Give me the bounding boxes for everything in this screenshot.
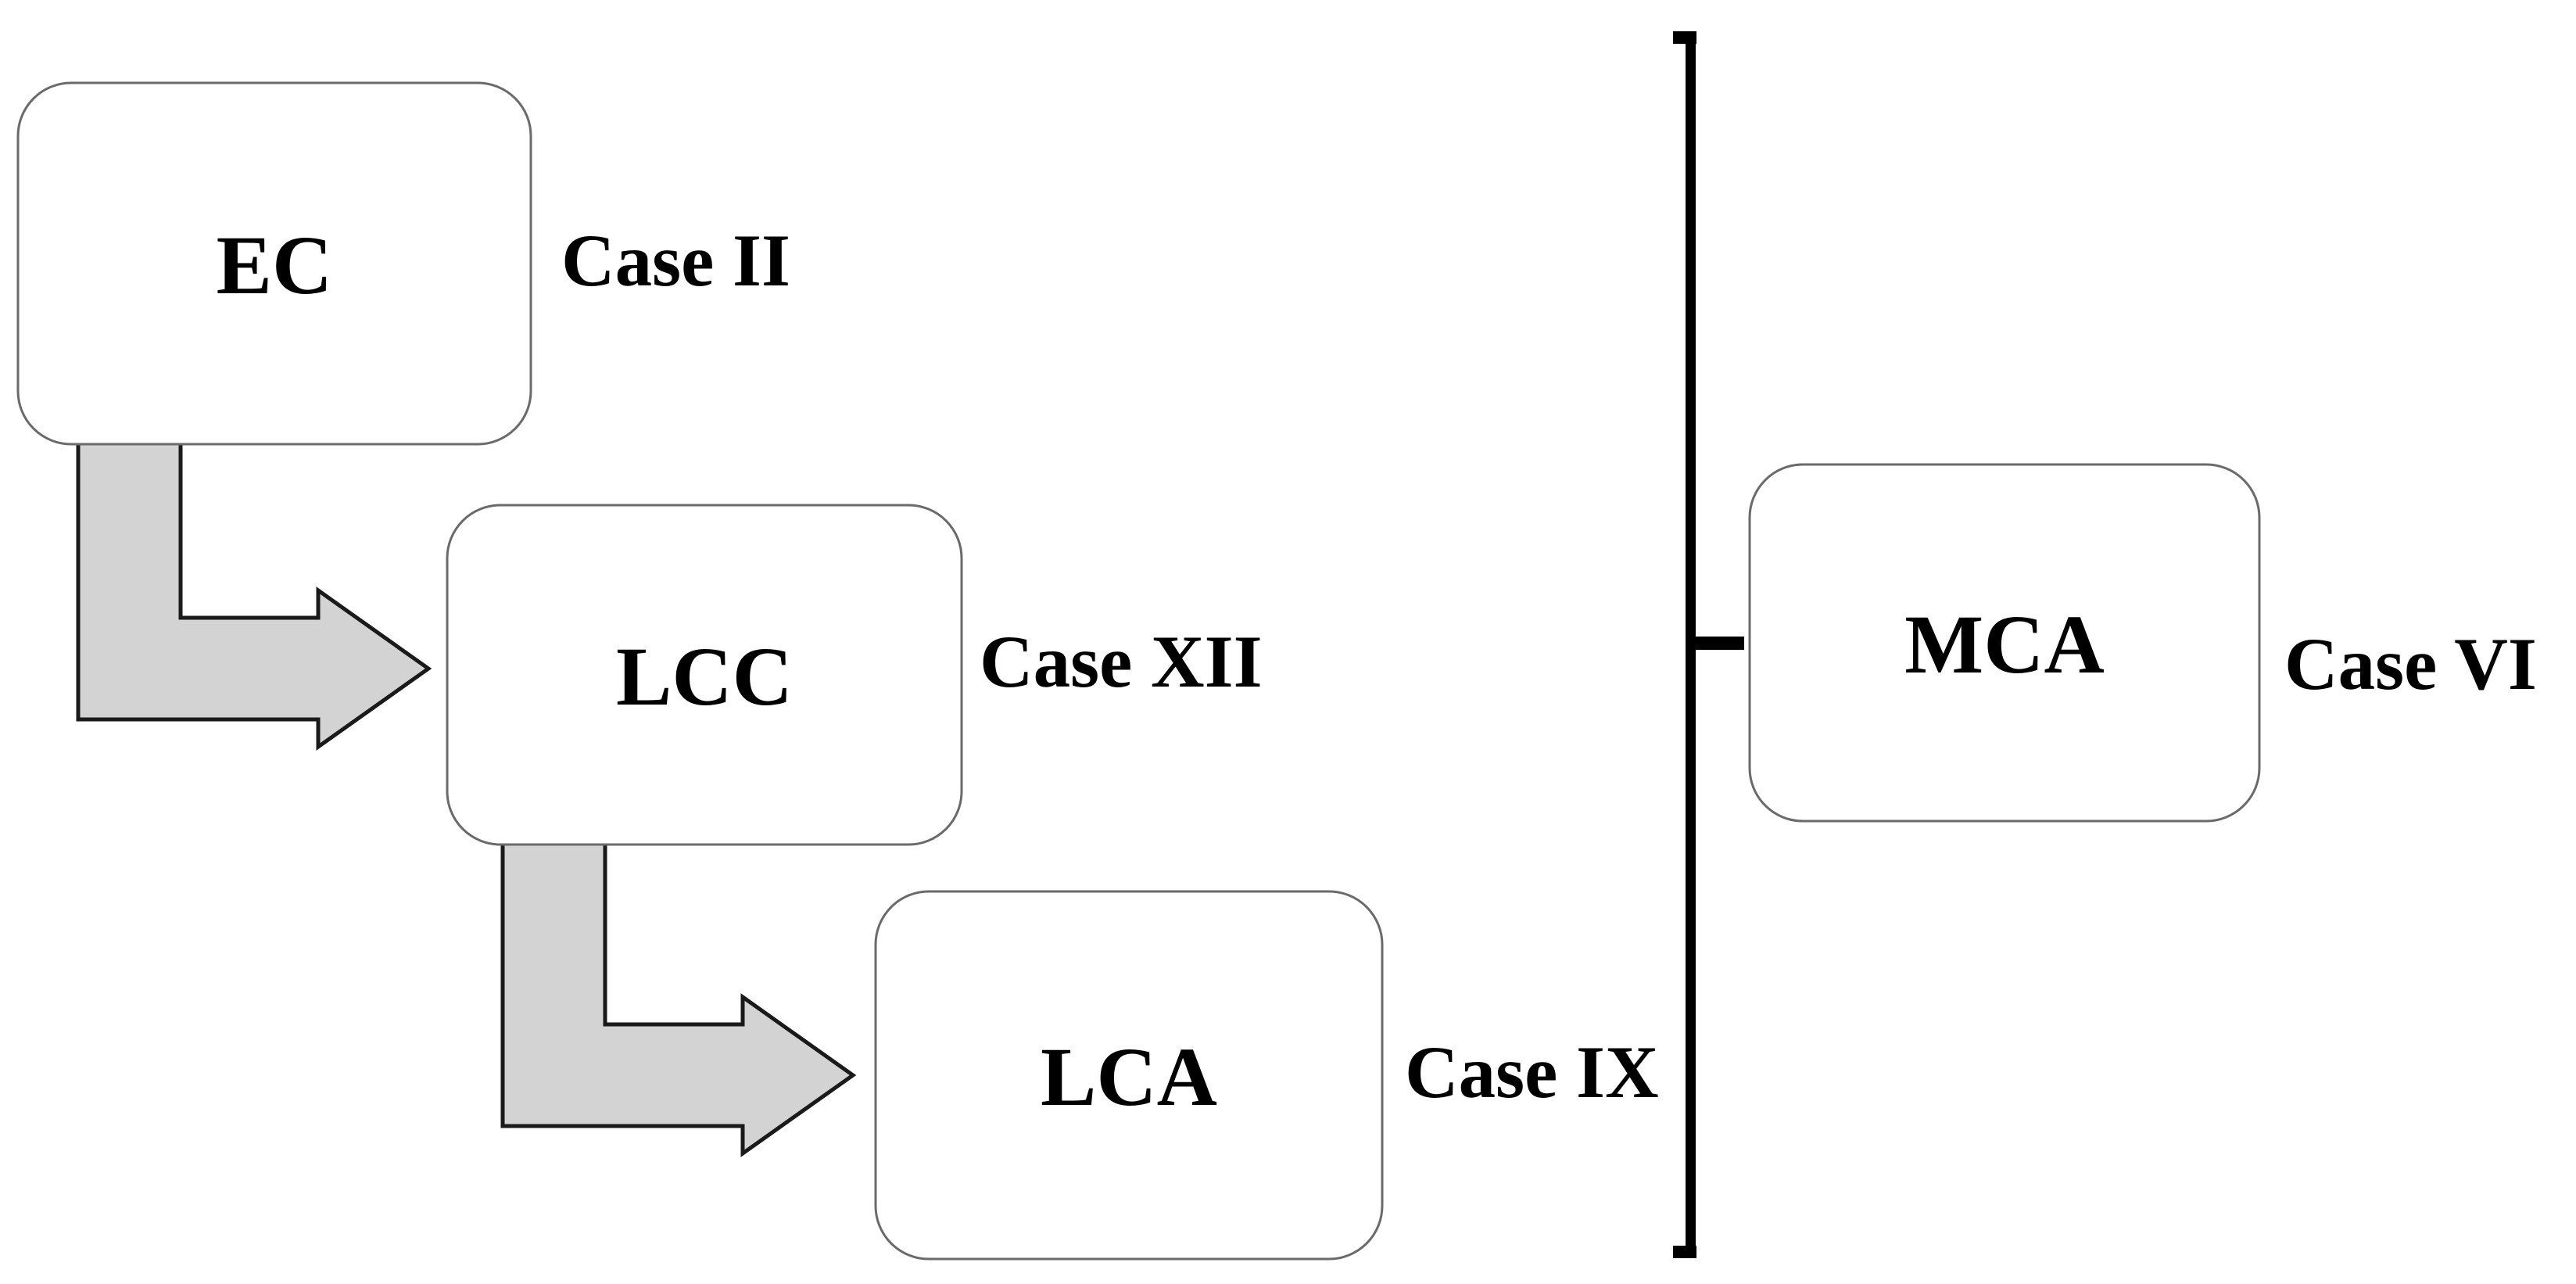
node-lca-box bbox=[874, 890, 1384, 1261]
case-label-ec: Case II bbox=[561, 219, 790, 302]
bracket-bottom-serif bbox=[1673, 1246, 1696, 1258]
case-label-lcc: Case XII bbox=[980, 620, 1263, 703]
case-label-lca: Case IX bbox=[1405, 1031, 1659, 1114]
case-label-mca: Case VI bbox=[2284, 622, 2537, 705]
group-bracket bbox=[1673, 31, 1744, 1258]
node-mca-box bbox=[1748, 463, 2261, 823]
node-lcc-label: LCC bbox=[616, 631, 793, 723]
bracket-mid-tick bbox=[1696, 637, 1744, 650]
node-ec-box bbox=[16, 81, 532, 446]
bracket-stem bbox=[1686, 31, 1696, 1258]
bracket-top-serif bbox=[1673, 31, 1696, 44]
node-lca-label: LCA bbox=[1041, 1031, 1217, 1124]
node-mca-label: MCA bbox=[1904, 599, 2105, 691]
arrow-lcc-to-lca bbox=[500, 838, 857, 1157]
node-ec-label: EC bbox=[217, 220, 333, 312]
node-lcc-box bbox=[446, 504, 963, 846]
arrow-ec-to-lcc bbox=[76, 438, 432, 751]
